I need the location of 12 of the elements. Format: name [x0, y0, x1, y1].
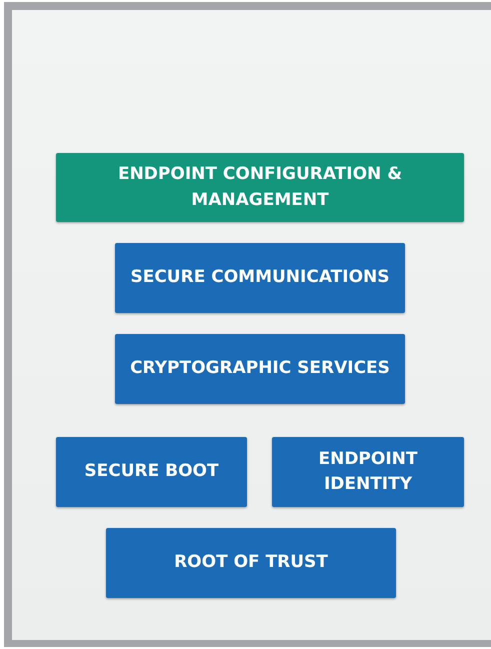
layer-label: SECURE COMMUNICATIONS [130, 266, 390, 290]
layer-box [115, 243, 405, 313]
layer-label: ENDPOINT CONFIGURATION & MANAGEMENT [116, 163, 404, 212]
layer-box [106, 528, 396, 598]
layer-label: CRYPTOGRAPHIC SERVICES [130, 357, 390, 380]
layer-label: ROOT OF TRUST [174, 551, 328, 574]
layer-box [56, 437, 247, 507]
layer-label: ENDPOINT IDENTITY [317, 448, 418, 496]
management-layer-box [56, 153, 464, 222]
layer-box [115, 334, 405, 404]
layer-box [272, 437, 464, 507]
layer-label: SECURE BOOT [84, 460, 219, 484]
